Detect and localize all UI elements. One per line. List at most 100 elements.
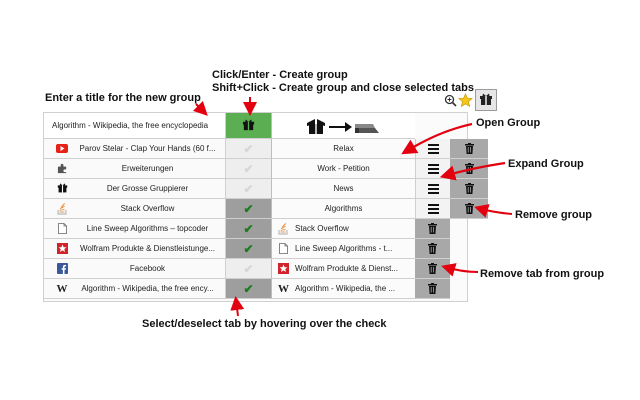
tab-title: Der Grosse Gruppierer <box>106 184 189 193</box>
annotation-open-group: Open Group <box>476 117 541 129</box>
group-row[interactable]: News <box>272 179 415 199</box>
group-tab-row[interactable]: Wolfram Produkte & Dienst... <box>272 259 415 279</box>
group-tab-row[interactable]: W Algorithm - Wikipedia, the ... <box>272 279 415 299</box>
menu-icon <box>427 143 439 154</box>
tab-select-check[interactable]: ✔ <box>226 179 272 199</box>
tab-title: Facebook <box>129 264 166 273</box>
remove-tab-button[interactable] <box>415 279 450 299</box>
group-tab-title: Algorithm - Wikipedia, the ... <box>295 284 396 293</box>
check-icon: ✔ <box>243 281 254 296</box>
gift-box-icon <box>242 119 255 131</box>
annotation-remove-group: Remove group <box>515 209 593 221</box>
menu-icon <box>427 203 439 214</box>
menu-icon <box>427 163 439 174</box>
remove-group-button[interactable] <box>450 199 488 219</box>
trash-icon <box>464 183 474 194</box>
tab-title: Algorithm - Wikipedia, the free ency... <box>81 284 214 293</box>
group-tab-title: Wolfram Produkte & Dienst... <box>295 264 398 273</box>
arrow-select-hint <box>230 296 245 317</box>
tab-row[interactable]: Parov Stelar - Clap Your Hands (60 f... <box>44 139 226 159</box>
group-title-input[interactable]: Algorithm - Wikipedia, the free encyclop… <box>44 113 226 139</box>
tab-groups-extension-icon[interactable] <box>475 89 497 111</box>
group-row[interactable]: Algorithms <box>272 199 415 219</box>
tab-row[interactable]: Der Grosse Gruppierer <box>44 179 226 199</box>
tab-title: Parov Stelar - Clap Your Hands (60 f... <box>79 144 216 153</box>
check-icon: ✔ <box>243 261 254 276</box>
annotation-expand-group: Expand Group <box>508 158 584 170</box>
trash-icon <box>428 263 437 274</box>
wikipedia-icon: W <box>56 282 68 295</box>
tab-row[interactable]: Line Sweep Algorithms – topcoder <box>44 219 226 239</box>
group-row[interactable]: Relax <box>272 139 415 159</box>
tab-title: Stack Overflow <box>120 204 175 213</box>
box-to-box-icon <box>306 118 379 134</box>
remove-group-button[interactable] <box>450 179 488 199</box>
create-group-button[interactable] <box>226 113 272 139</box>
youtube-icon <box>56 143 68 155</box>
trash-icon <box>428 243 437 254</box>
group-title-value: Algorithm - Wikipedia, the free encyclop… <box>52 121 209 130</box>
expand-group-button[interactable] <box>415 199 450 219</box>
tab-select-check[interactable]: ✔ <box>226 219 272 239</box>
trash-icon <box>464 163 474 174</box>
tab-row[interactable]: Wolfram Produkte & Dienstleistunge... <box>44 239 226 259</box>
remove-tab-button[interactable] <box>415 219 450 239</box>
group-tab-title: Stack Overflow <box>295 224 349 233</box>
trash-icon <box>428 223 437 234</box>
annotation-title-hint: Enter a title for the new group <box>45 92 201 104</box>
expand-group-button[interactable] <box>415 179 450 199</box>
remove-group-button[interactable] <box>450 159 488 179</box>
wolfram-icon <box>278 263 289 274</box>
stackoverflow-icon <box>56 202 68 215</box>
check-icon: ✔ <box>243 201 254 216</box>
menu-icon <box>427 183 439 194</box>
group-illustration <box>272 113 415 139</box>
check-icon: ✔ <box>243 221 254 236</box>
expand-group-button[interactable] <box>415 139 450 159</box>
check-icon: ✔ <box>243 181 254 196</box>
check-icon: ✔ <box>243 141 254 156</box>
tab-title: Line Sweep Algorithms – topcoder <box>86 224 209 233</box>
tab-select-check[interactable]: ✔ <box>226 139 272 159</box>
wikipedia-icon: W <box>278 282 289 295</box>
tab-select-check[interactable]: ✔ <box>226 199 272 219</box>
trash-icon <box>428 283 437 294</box>
remove-group-button[interactable] <box>450 139 488 159</box>
group-name: Algorithms <box>324 204 363 213</box>
remove-tab-button[interactable] <box>415 239 450 259</box>
tab-select-check[interactable]: ✔ <box>226 239 272 259</box>
check-icon: ✔ <box>243 161 254 176</box>
tab-select-check[interactable]: ✔ <box>226 159 272 179</box>
tab-select-check[interactable]: ✔ <box>226 259 272 279</box>
tab-title: Erweiterungen <box>121 164 174 173</box>
group-name: Work - Petition <box>317 164 370 173</box>
star-icon[interactable] <box>455 90 475 110</box>
trash-icon <box>464 143 474 154</box>
remove-tab-button[interactable] <box>415 259 450 279</box>
tab-row[interactable]: Facebook <box>44 259 226 279</box>
check-icon: ✔ <box>243 241 254 256</box>
tab-row[interactable]: W Algorithm - Wikipedia, the free ency..… <box>44 279 226 299</box>
group-tab-row[interactable]: Line Sweep Algorithms - t... <box>272 239 415 259</box>
group-row[interactable]: Work - Petition <box>272 159 415 179</box>
tab-select-check[interactable]: ✔ <box>226 279 272 299</box>
wolfram-icon <box>56 243 68 255</box>
page-icon <box>278 243 289 254</box>
tab-row[interactable]: Stack Overflow <box>44 199 226 219</box>
annotation-create-hint-1: Click/Enter - Create group <box>212 69 348 81</box>
group-tab-title: Line Sweep Algorithms - t... <box>295 244 393 253</box>
annotation-remove-tab: Remove tab from group <box>480 268 605 280</box>
group-name: Relax <box>333 144 354 153</box>
facebook-icon <box>56 263 68 275</box>
zoom-icon[interactable] <box>440 90 460 110</box>
puzzle-icon <box>56 163 68 175</box>
tab-row[interactable]: Erweiterungen <box>44 159 226 179</box>
gift-box-icon <box>56 183 68 195</box>
stackoverflow-icon <box>278 222 289 235</box>
annotation-select-hint: Select/deselect tab by hovering over the… <box>142 318 387 330</box>
annotation-create-hint-2: Shift+Click - Create group and close sel… <box>212 82 474 94</box>
trash-icon <box>464 203 474 214</box>
expand-group-button[interactable] <box>415 159 450 179</box>
group-tab-row[interactable]: Stack Overflow <box>272 219 415 239</box>
tab-title: Wolfram Produkte & Dienstleistunge... <box>79 244 216 253</box>
